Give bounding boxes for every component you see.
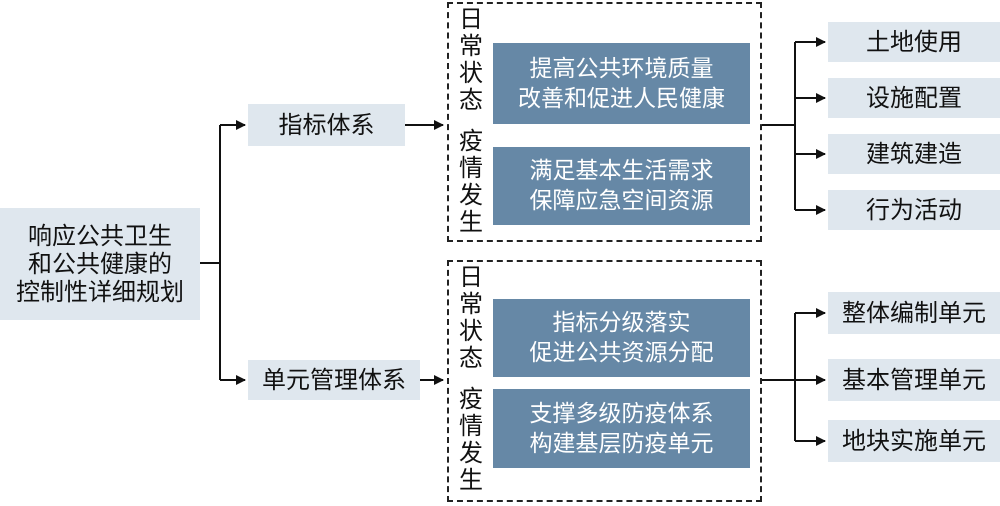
goal-box-top-2: 满足基本生活需求 保障应急空间资源: [493, 147, 750, 225]
root-line-1: 响应公共卫生: [28, 222, 172, 250]
root-line-2: 和公共健康的: [28, 250, 172, 278]
goal-line: 构建基层防疫单元: [529, 430, 714, 457]
goal-line: 改善和促进人民健康: [518, 85, 725, 112]
unit-system-box: 单元管理体系: [248, 360, 420, 400]
top-epidemic-state-label: 疫 情 发 生: [459, 127, 483, 236]
root-line-3: 控制性详细规划: [16, 278, 184, 306]
goal-box-top-1: 提高公共环境质量 改善和促进人民健康: [493, 43, 750, 124]
indicator-item-facilities: 设施配置: [828, 78, 1000, 118]
goal-line: 保障应急空间资源: [529, 188, 714, 214]
unit-item-basic: 基本管理单元: [828, 359, 1000, 401]
indicator-item-land-use: 土地使用: [828, 22, 1000, 62]
unit-item-plot: 地块实施单元: [828, 420, 1000, 462]
indicator-item-activities: 行为活动: [828, 190, 1000, 230]
goal-box-bottom-2: 支撑多级防疫体系 构建基层防疫单元: [493, 389, 750, 468]
bottom-normal-state-label: 日 常 状 态: [459, 263, 483, 372]
bottom-state-frame: [447, 260, 762, 502]
unit-system-label: 单元管理体系: [262, 366, 406, 394]
goal-line: 满足基本生活需求: [529, 158, 714, 184]
goal-box-bottom-1: 指标分级落实 促进公共资源分配: [493, 299, 750, 377]
indicator-system-label: 指标体系: [278, 111, 375, 139]
unit-item-overall: 整体编制单元: [828, 292, 1000, 334]
bottom-epidemic-state-label: 疫 情 发 生: [459, 385, 483, 494]
indicator-system-box: 指标体系: [248, 104, 405, 146]
top-normal-state-label: 日 常 状 态: [459, 5, 483, 114]
indicator-item-construction: 建筑建造: [828, 134, 1000, 174]
goal-line: 指标分级落实: [552, 310, 691, 336]
goal-line: 提高公共环境质量: [529, 55, 714, 82]
goal-line: 支撑多级防疫体系: [529, 400, 714, 427]
root-box: 响应公共卫生 和公共健康的 控制性详细规划: [0, 208, 200, 320]
top-state-frame: [447, 2, 762, 242]
goal-line: 促进公共资源分配: [529, 340, 714, 366]
